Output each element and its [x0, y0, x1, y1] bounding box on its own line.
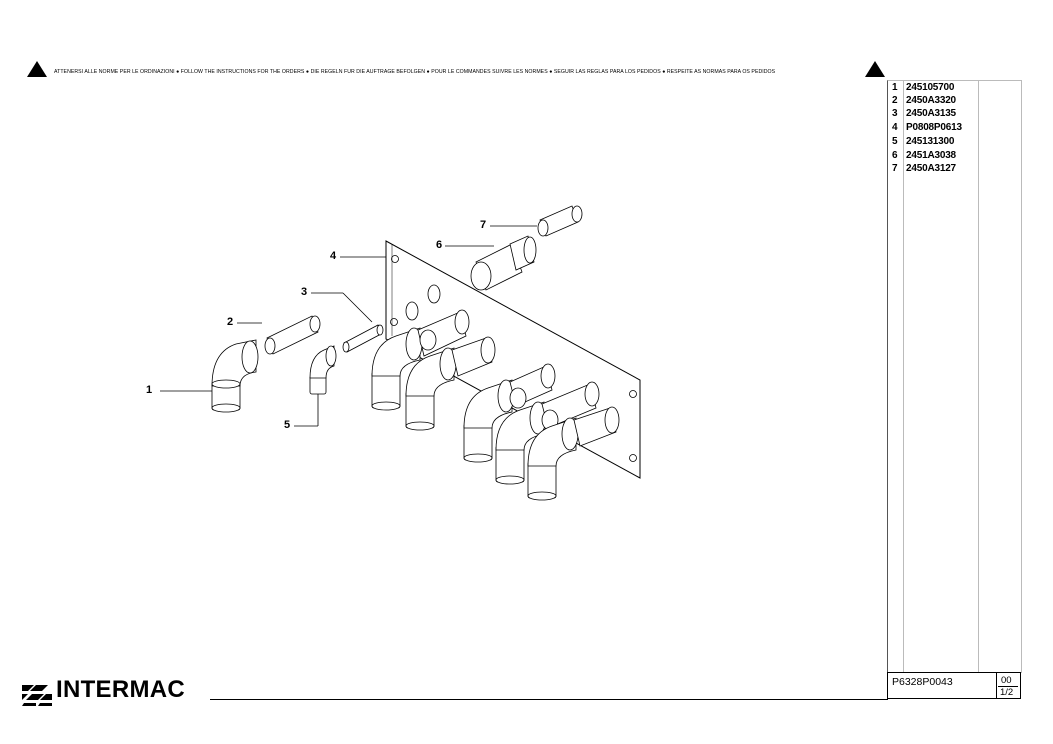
- drawing-number: P6328P0043: [892, 676, 953, 688]
- intermac-logo-text: INTERMAC: [56, 676, 186, 703]
- callout-6: 6: [436, 239, 443, 251]
- callout-3: 3: [301, 286, 308, 298]
- callout-1: 1: [146, 384, 153, 396]
- order-instructions-notice: ATTENERSI ALLE NORME PER LE ORDINAZIONI …: [54, 69, 776, 75]
- intermac-logo-icon: [22, 685, 52, 706]
- revision: 00: [1001, 675, 1012, 686]
- title-block: P6328P0043 00 1/2: [887, 672, 1021, 699]
- sheet-number: 1/2: [1000, 687, 1014, 698]
- callout-5: 5: [284, 419, 291, 431]
- callout-2: 2: [227, 316, 234, 328]
- warning-triangle-icon: [865, 61, 885, 77]
- callout-7: 7: [480, 219, 487, 231]
- warning-triangle-icon: [27, 61, 47, 77]
- callout-4: 4: [330, 250, 337, 262]
